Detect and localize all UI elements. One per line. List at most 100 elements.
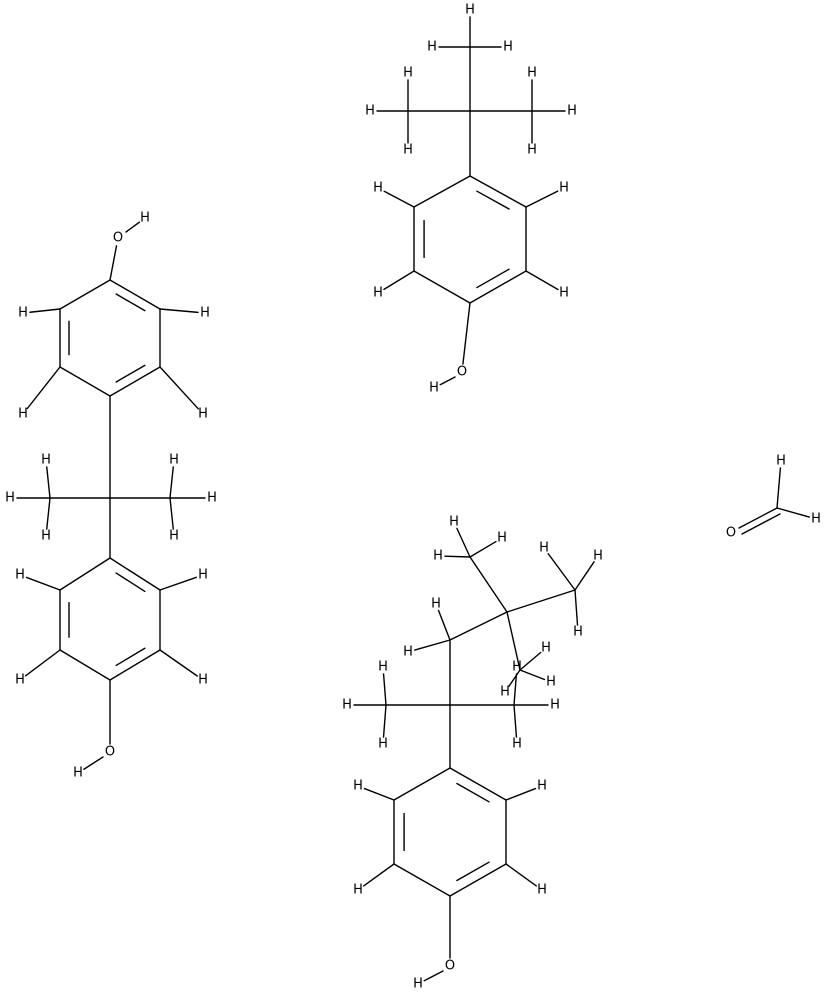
hydrogen-label: H (550, 698, 560, 713)
hydrogen-label: H (353, 883, 363, 898)
c-h-bond (83, 756, 104, 770)
ring-bond (413, 270, 471, 304)
hydrogen-label: H (169, 453, 179, 468)
c-h-bond (574, 589, 579, 626)
hydrogen-label: H (15, 673, 25, 688)
hydrogen-label: H (413, 977, 423, 992)
aromatic-double-bond (115, 647, 146, 667)
hydrogen-label: H (15, 568, 25, 583)
hydrogen-label: H (573, 625, 583, 640)
oxygen-label: O (445, 959, 455, 974)
c-h-bond (29, 308, 61, 313)
hydrogen-label: H (500, 685, 510, 700)
hydrogen-label: H (403, 143, 413, 158)
c-h-bond (169, 497, 174, 530)
hydrogen-label: H (18, 407, 28, 422)
hydrogen-label: H (776, 454, 786, 469)
c-c-bond (506, 611, 521, 671)
c-c-bond (506, 589, 576, 613)
c-h-bond (363, 787, 395, 801)
c-c-bond (469, 556, 508, 613)
hydrogen-label: H (73, 766, 83, 781)
c-h-bond (46, 466, 51, 499)
c-h-bond (159, 576, 198, 591)
hydrogen-label: H (353, 779, 363, 794)
ring-bond (109, 557, 161, 591)
c-h-bond (525, 190, 559, 208)
hydrogen-label: H (365, 104, 375, 119)
hydrogen-label: H (403, 66, 413, 81)
hydrogen-label: H (449, 515, 459, 530)
hydrogen-label: H (198, 673, 208, 688)
ring-bond (109, 279, 161, 310)
hydrogen-label: H (539, 541, 549, 556)
hydrogen-label: H (198, 407, 208, 422)
c-c-bond (449, 611, 508, 641)
c-h-bond (519, 669, 546, 681)
oxygen-label: O (726, 526, 736, 541)
c-h-bond (125, 221, 141, 233)
oxygen-label: O (457, 365, 467, 380)
hydrogen-label: H (342, 698, 352, 713)
hydrogen-label: H (373, 286, 383, 301)
c-h-bond (469, 540, 497, 558)
c-h-bond (437, 609, 451, 641)
ring-bond (59, 649, 111, 681)
hydrogen-label: H (200, 306, 210, 321)
c-h-bond (25, 576, 61, 591)
ring-bond (393, 767, 451, 801)
ring-bond (469, 175, 527, 208)
hydrogen-label: H (140, 211, 150, 226)
hydrogen-label: H (433, 549, 443, 564)
hydrogen-label: H (41, 453, 51, 468)
c-h-bond (776, 467, 782, 509)
c-h-bond (525, 270, 559, 291)
c-h-bond (24, 649, 61, 677)
hydrogen-label: H (546, 675, 556, 690)
hydrogen-label: H (593, 549, 603, 564)
ring-bond (469, 270, 527, 304)
molecule-formaldehyde: O H H (726, 454, 821, 541)
c-h-bond (513, 704, 518, 738)
c-o-bond (109, 245, 118, 281)
hydrogen-label: H (403, 645, 413, 660)
c-h-bond (513, 673, 518, 706)
c-h-bond (383, 190, 415, 208)
hydrogen-label: H (559, 181, 569, 196)
c-h-bond (159, 649, 198, 677)
hydrogen-label: H (41, 529, 51, 544)
hydrogen-label: H (512, 737, 522, 752)
c-h-bond (169, 466, 174, 499)
hydrogen-label: H (811, 512, 821, 527)
hydrogen-label: H (207, 491, 217, 506)
ring-bond (449, 863, 507, 897)
c-o-bond (462, 302, 471, 365)
hydrogen-label: H (559, 286, 569, 301)
ring-bond (109, 649, 161, 681)
c-h-bond (382, 673, 387, 706)
hydrogen-label: H (427, 40, 437, 55)
hydrogen-label: H (465, 3, 475, 18)
aromatic-double-bond (456, 782, 490, 803)
hydrogen-label: H (537, 779, 547, 794)
c-h-bond (159, 366, 199, 410)
c-h-bond (574, 561, 595, 591)
hydrogen-label: H (378, 660, 388, 675)
c-h-bond (382, 704, 387, 738)
c-h-bond (444, 555, 471, 558)
c-h-bond (159, 308, 199, 314)
ring-bond (109, 366, 161, 397)
c-h-bond (362, 863, 395, 887)
aromatic-double-bond (115, 293, 146, 312)
c-o-double-bond (741, 513, 781, 535)
oxygen-label: O (105, 745, 115, 760)
c-h-bond (439, 376, 456, 386)
hydrogen-label: H (497, 531, 507, 546)
aromatic-double-bond (115, 572, 146, 593)
hydrogen-label: H (378, 737, 388, 752)
hydrogen-label: H (567, 104, 577, 119)
c-h-bond (547, 552, 576, 591)
